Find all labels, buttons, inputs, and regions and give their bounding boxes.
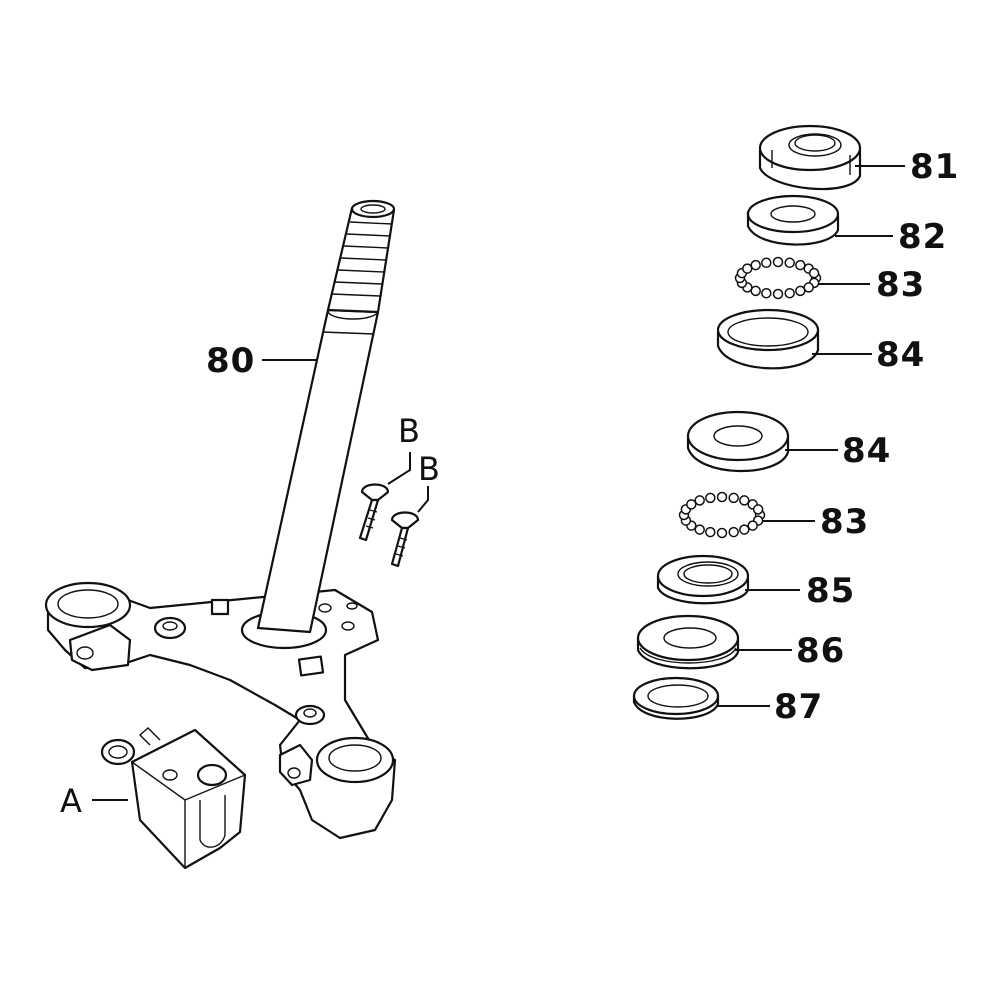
label-83-top: 83 [876,265,925,305]
steel-ball [716,491,728,503]
leader-line-b1 [387,452,411,485]
steel-ball [694,524,705,535]
part-87-washer [632,676,720,720]
steel-ball [694,495,705,506]
part-83-lower-steel-balls [678,491,766,539]
steel-ball [772,288,784,300]
steel-ball [742,263,753,274]
steel-ball [772,256,784,268]
steel-ball [784,257,795,269]
label-85: 85 [806,571,855,611]
steel-ball [795,259,806,271]
steel-ball [761,287,772,299]
steel-ball [750,285,761,297]
steel-ball [705,526,716,538]
label-87: 87 [774,687,823,727]
leader-line-b2 [417,486,429,513]
steel-ball [752,504,764,515]
steel-ball [739,495,750,506]
part-85-lower-cone-race [656,554,750,605]
label-86: 86 [796,631,845,671]
steel-ball [728,492,739,504]
steel-ball [739,524,750,535]
steering-stem-part [44,199,397,840]
steel-ball [761,257,772,269]
label-a: A [60,782,82,820]
screw-b-upper [358,483,390,542]
part-84-lower-outer-race [686,410,790,473]
steel-ball [705,492,716,504]
steel-ball [803,282,814,293]
label-b-lower: B [418,450,440,488]
part-82-upper-cone-race [746,194,840,246]
steel-ball [784,287,795,299]
part-86-dust-seal [636,614,740,670]
steel-ball [795,285,806,297]
label-b-upper: B [398,412,420,450]
part-a-clamp-block [100,727,247,870]
steel-ball [686,499,697,510]
part-81-adjusting-nut [758,124,862,191]
stem-threads [331,221,393,297]
label-84-top: 84 [876,335,925,375]
screw-b-lower [390,511,420,568]
steel-ball [716,527,728,539]
label-83-bottom: 83 [820,502,869,542]
steel-ball [747,520,758,531]
part-84-upper-outer-race [716,308,820,370]
steel-ball [728,526,739,538]
steel-ball [808,267,820,279]
steel-ball [750,259,761,271]
label-80: 80 [206,341,255,381]
part-83-upper-steel-balls [734,256,822,300]
label-84-bottom: 84 [842,431,891,471]
label-81: 81 [910,147,959,187]
label-82: 82 [898,217,947,257]
